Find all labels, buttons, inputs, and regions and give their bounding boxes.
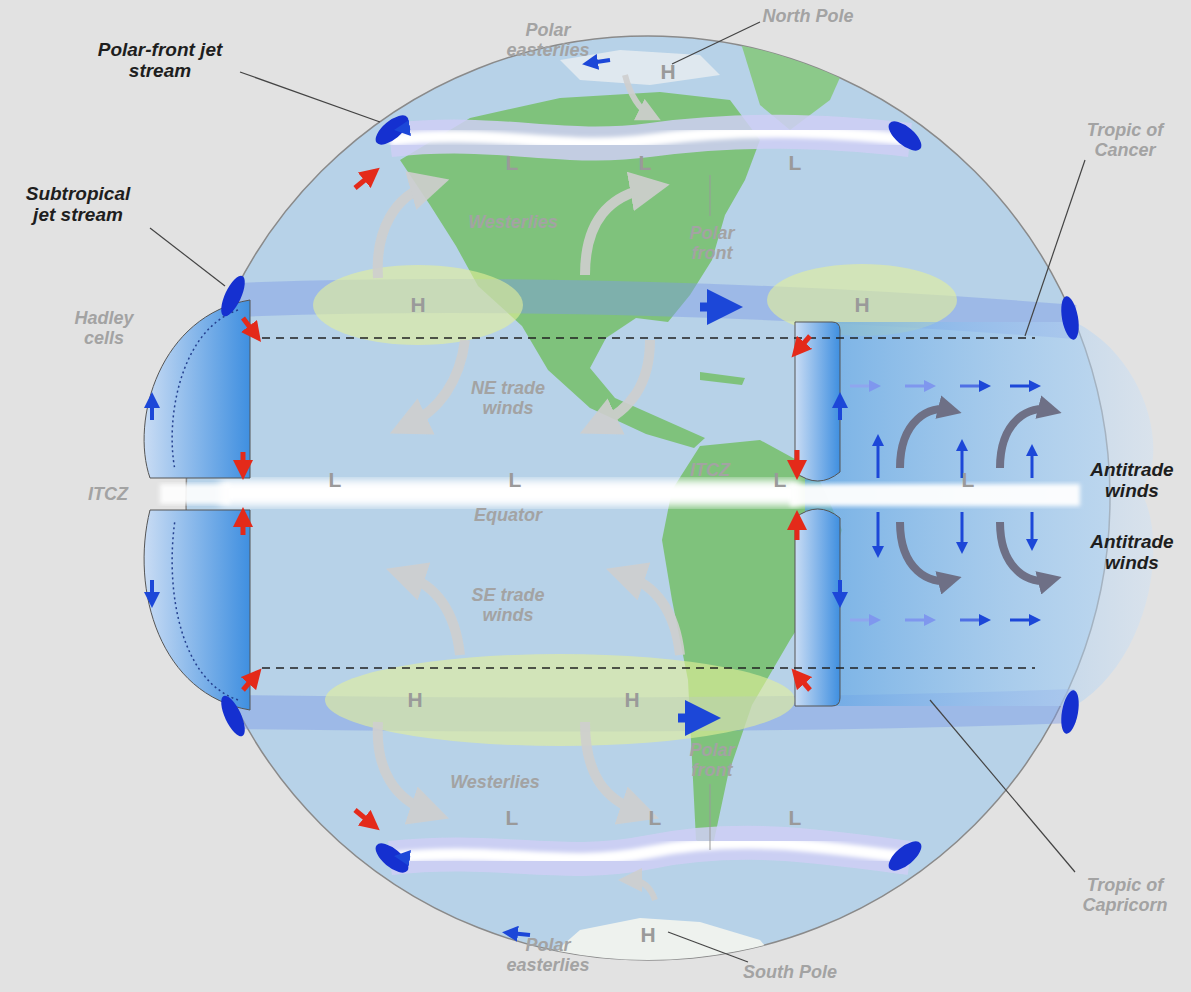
zone-label: ITCZ [88,484,128,504]
pressure-mark: L [789,151,802,175]
wind-label: NE trade winds [468,378,548,418]
pressure-mark: L [962,468,975,492]
pressure-mark: H [660,60,675,84]
pressure-mark: L [509,468,522,492]
zone-label: ITCZ [690,460,730,480]
front-label: Polar front [672,740,752,780]
wind-label: Antitrade winds [1082,459,1182,502]
pressure-mark: L [649,806,662,830]
pressure-mark: L [639,151,652,175]
wind-label: Westerlies [450,772,540,792]
pressure-mark: L [506,806,519,830]
wind-label: SE trade winds [468,585,548,625]
latitude-label: Tropic of Cancer [1069,120,1181,160]
pressure-mark: H [410,293,425,317]
wind-label: Polar easterlies [493,935,603,975]
wind-label: Antitrade winds [1082,531,1182,574]
pressure-mark: H [854,293,869,317]
pole-label: North Pole [762,6,853,26]
pressure-mark: H [640,923,655,947]
wind-label: Westerlies [468,212,558,232]
pressure-mark: H [624,688,639,712]
pressure-mark: L [329,468,342,492]
pressure-mark: L [789,806,802,830]
jet-label: Subtropical jet stream [13,183,143,226]
latitude-label: Equator [474,505,542,525]
latitude-label: Tropic of Capricorn [1069,875,1181,915]
jet-label: Polar-front jet stream [75,39,245,82]
pressure-mark: L [506,151,519,175]
pressure-mark: L [774,468,787,492]
wind-label: Polar easterlies [493,20,603,60]
cell-label: Hadley cells [64,308,144,348]
front-label: Polar front [672,223,752,263]
pole-label: South Pole [743,962,837,982]
pressure-mark: H [407,688,422,712]
